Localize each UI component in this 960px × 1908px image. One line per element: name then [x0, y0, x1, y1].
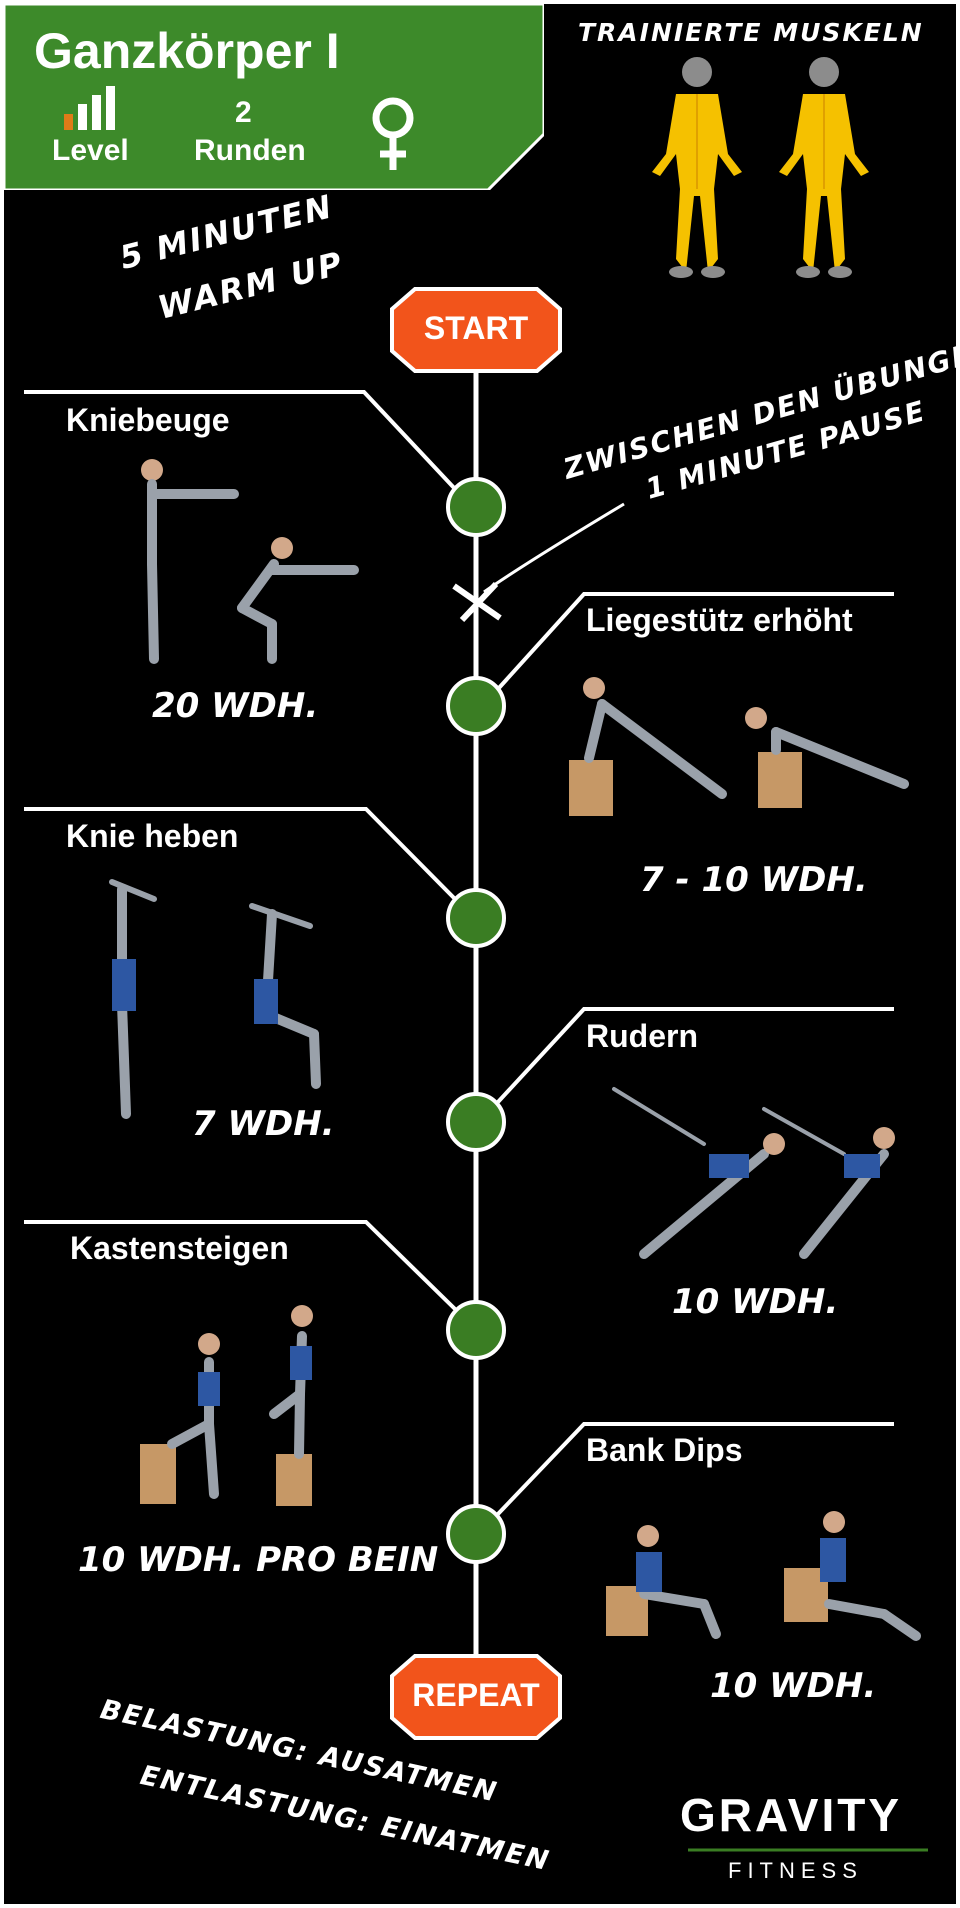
- logo-text: GRAVITY: [680, 1789, 903, 1841]
- box-step-figures: [140, 1305, 313, 1506]
- exercise-reps-5: 10 WDH. PRO BEIN: [78, 1540, 439, 1580]
- muscle-figure-back: [779, 57, 869, 278]
- muscle-figure-front: [652, 57, 742, 278]
- exercise-name-1: Kniebeuge: [66, 402, 230, 438]
- pause-cross-icon: [452, 581, 502, 623]
- repeat-label: REPEAT: [412, 1677, 540, 1713]
- exercise-name-4: Rudern: [586, 1018, 698, 1054]
- exercise-reps-6: 10 WDH.: [710, 1666, 877, 1706]
- female-symbol-icon: [372, 97, 414, 170]
- workout-poster: Ganzkörper I Level 2 Runden TRAINIERTE M…: [4, 4, 956, 1904]
- logo-subtext: FITNESS: [728, 1858, 863, 1883]
- exercise-reps-2: 7 - 10 WDH.: [640, 860, 868, 900]
- signal-bars-icon: [64, 86, 115, 130]
- workout-title: Ganzkörper I: [34, 23, 340, 79]
- rounds-number: 2: [235, 96, 252, 129]
- row-figures: [612, 1087, 895, 1259]
- header-background: [4, 4, 544, 190]
- pushup-figures: [569, 677, 909, 816]
- timeline-nodes: [446, 477, 506, 1564]
- muscles-title: TRAINIERTE MUSKELN: [578, 18, 924, 47]
- exercise-name-3: Knie heben: [66, 818, 239, 854]
- connectors: [24, 390, 894, 1516]
- rounds-label: Runden: [194, 134, 306, 167]
- start-sign-shape: [390, 287, 562, 373]
- exercise-name-6: Bank Dips: [586, 1432, 743, 1468]
- repeat-sign-shape: [390, 1654, 562, 1740]
- start-label: START: [423, 310, 529, 346]
- exercise-reps-4: 10 WDH.: [672, 1282, 839, 1322]
- exercise-reps-1: 20 WDH.: [152, 686, 319, 726]
- exercise-name-2: Liegestütz erhöht: [586, 602, 853, 638]
- level-label: Level: [52, 134, 129, 167]
- squat-figures: [141, 459, 359, 664]
- header-plate: Ganzkörper I Level 2 Runden: [4, 4, 544, 190]
- knee-raise-figures: [109, 879, 321, 1119]
- timeline-artwork: [24, 57, 928, 1852]
- pause-arrow: [483, 502, 625, 594]
- bench-dip-figures: [606, 1511, 921, 1641]
- exercise-reps-3: 7 WDH.: [192, 1104, 335, 1144]
- exercise-name-5: Kastensteigen: [70, 1230, 289, 1266]
